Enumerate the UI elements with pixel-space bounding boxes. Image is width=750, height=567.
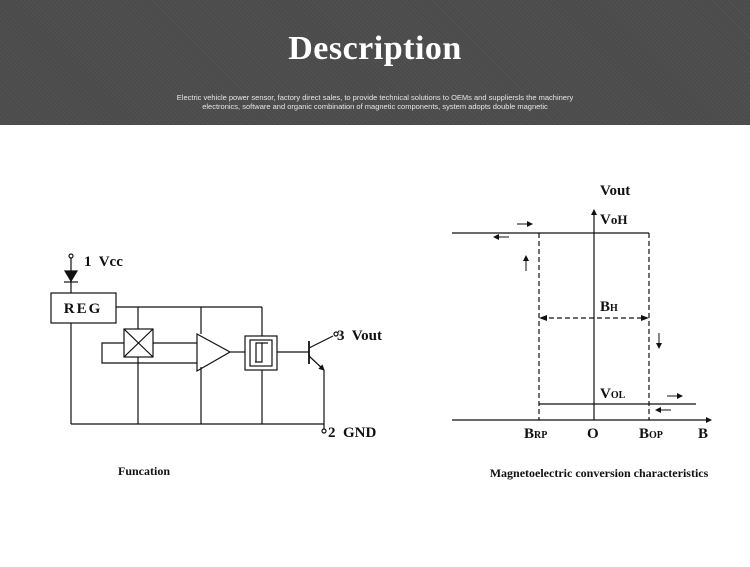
schmitt-trigger-outer: [244, 335, 278, 371]
voh-sub: oH: [611, 212, 628, 227]
pin1-vcc-label: 1 Vcc: [84, 254, 123, 270]
diode-triangle: [63, 270, 79, 283]
hall-x-line-2: [123, 328, 154, 358]
hysteresis-symbol-2: [255, 342, 262, 362]
bop-main: B: [639, 426, 649, 442]
transistor-collector: [308, 335, 334, 349]
vol-sub: OL: [611, 390, 626, 401]
hall-to-amp-bottom: [101, 342, 197, 364]
reg-label: REG: [64, 301, 103, 317]
bh-sub: H: [610, 303, 618, 314]
bop-label: BOP: [639, 426, 663, 442]
vout-terminal: [333, 331, 339, 337]
subtitle-line-2: electronics, software and organic combin…: [202, 102, 548, 111]
hysteresis-graph: [452, 209, 712, 423]
circuit-caption: Funcation: [118, 464, 170, 478]
voh-label: VoH: [600, 212, 627, 228]
transistor-emitter: [308, 355, 325, 371]
bh-arrow-left: [539, 315, 547, 321]
bh-label: BH: [600, 299, 618, 315]
y-axis-label: Vout: [600, 183, 630, 199]
subtitle-line-1: Electric vehicle power sensor, factory d…: [176, 93, 574, 102]
pin3-vout-label: 3 Vout: [337, 328, 382, 344]
brp-main: B: [524, 426, 534, 442]
header-banner: Description Electric vehicle power senso…: [0, 0, 750, 125]
bh-arrow-right: [641, 315, 649, 321]
schmitt-trigger-inner: [249, 339, 273, 367]
vcc-terminal: [68, 253, 74, 259]
reg-box: [50, 292, 117, 324]
graph-caption: Magnetoelectric conversion characteristi…: [490, 466, 709, 480]
origin-label: O: [587, 426, 599, 442]
gnd-terminal: [321, 428, 327, 434]
amplifier-triangle: [196, 332, 232, 373]
bop-sub: OP: [649, 430, 663, 441]
page-subtitle: Electric vehicle power sensor, factory d…: [150, 93, 600, 111]
x-axis-label: B: [698, 426, 708, 442]
brp-label: BRP: [524, 426, 547, 442]
pin2-gnd-label: 2 GND: [328, 425, 377, 441]
vol-label: VOL: [600, 386, 626, 402]
bh-main: B: [600, 299, 610, 315]
brp-sub: RP: [534, 430, 547, 441]
hysteresis-symbol: [255, 342, 268, 363]
function-circuit: [50, 253, 339, 434]
voh-main: V: [600, 212, 611, 228]
page-title: Description: [288, 30, 462, 67]
vol-main: V: [600, 386, 611, 402]
